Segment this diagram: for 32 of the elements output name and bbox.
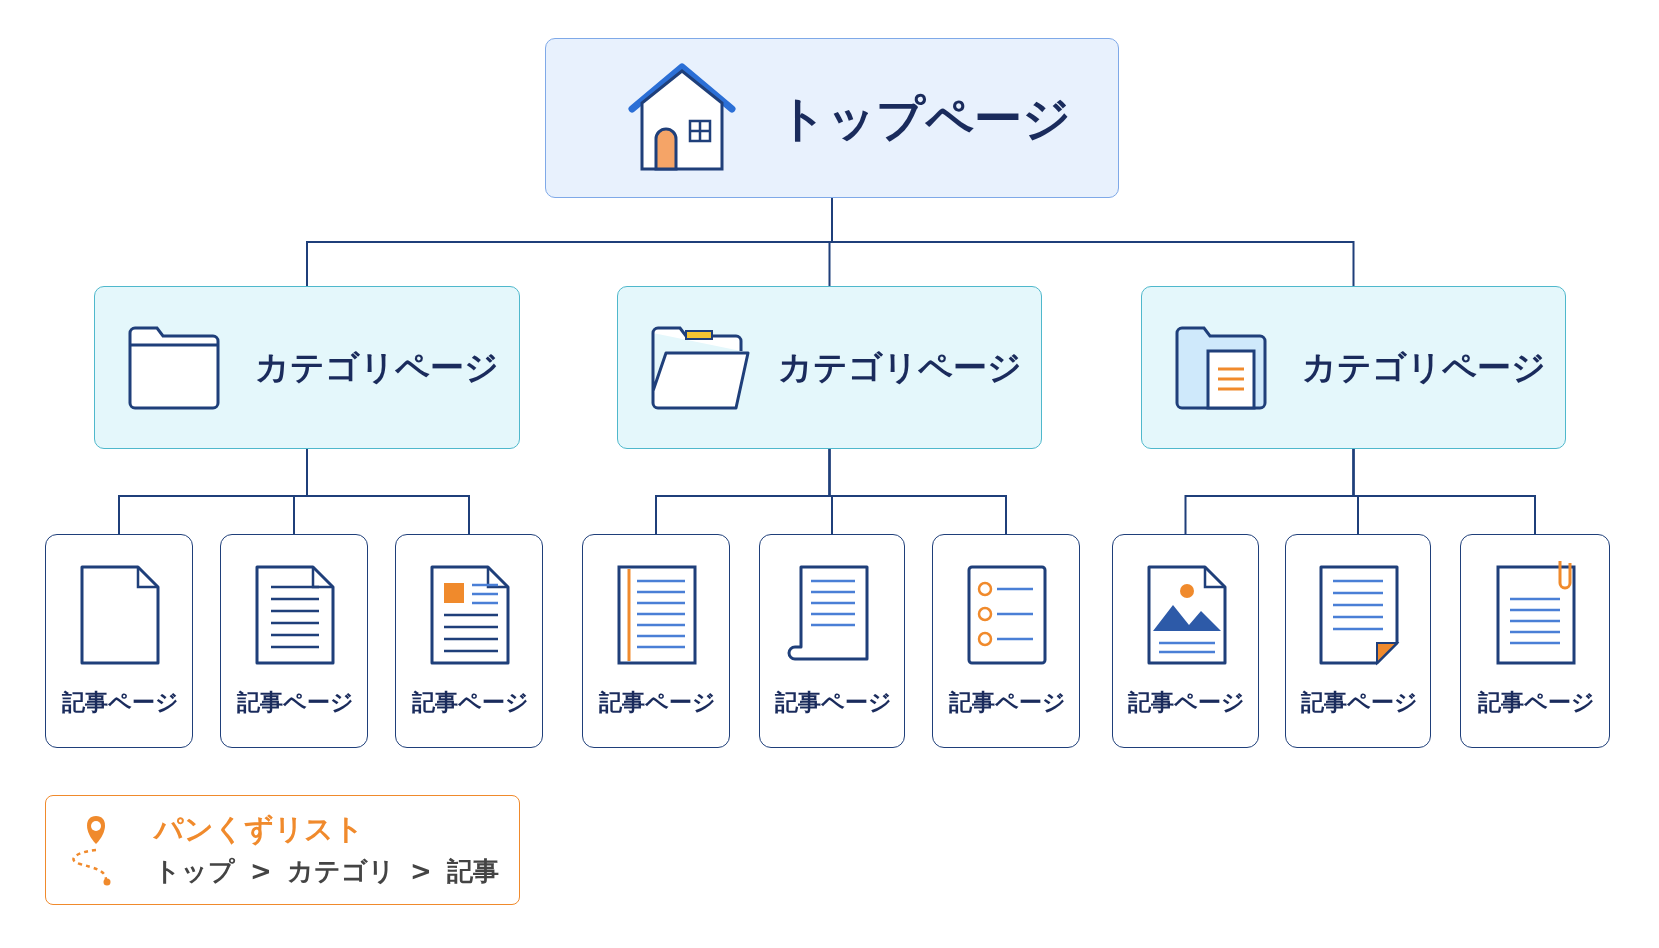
article-card (45, 534, 193, 748)
article-title: 記事ページ (1127, 688, 1246, 717)
page-box (545, 38, 1119, 198)
connector-line (306, 448, 470, 535)
article-card (582, 534, 730, 748)
category-box (1141, 286, 1566, 449)
category-box (94, 286, 520, 449)
category-box (617, 286, 1042, 449)
connector-line (1352, 448, 1536, 535)
breadcrumb-trail: トップ > カテゴリ > 記事 (154, 855, 499, 888)
article-title: 記事ページ (235, 688, 355, 717)
article-card (220, 534, 368, 748)
article-card (1460, 534, 1610, 748)
article-card (759, 534, 905, 748)
page-title: トップページ (778, 89, 1071, 148)
article-card (1285, 534, 1431, 748)
article-card (1112, 534, 1259, 748)
article-title: 記事ページ (410, 688, 530, 717)
article-title: 記事ページ (60, 688, 180, 717)
article-title: 記事ページ (773, 688, 893, 717)
category-title: カテゴリページ (255, 346, 499, 389)
article-card (395, 534, 543, 748)
breadcrumb-box (45, 795, 520, 905)
article-card (932, 534, 1080, 748)
article-title: 記事ページ (947, 688, 1067, 717)
category-title: カテゴリページ (1302, 346, 1546, 389)
article-title: 記事ページ (1299, 688, 1419, 717)
connector-line (828, 448, 1007, 535)
article-title: 記事ページ (1476, 688, 1596, 717)
article-title: 記事ページ (597, 688, 717, 717)
breadcrumb-title: パンくずリスト (154, 811, 364, 848)
category-title: カテゴリページ (778, 346, 1022, 389)
